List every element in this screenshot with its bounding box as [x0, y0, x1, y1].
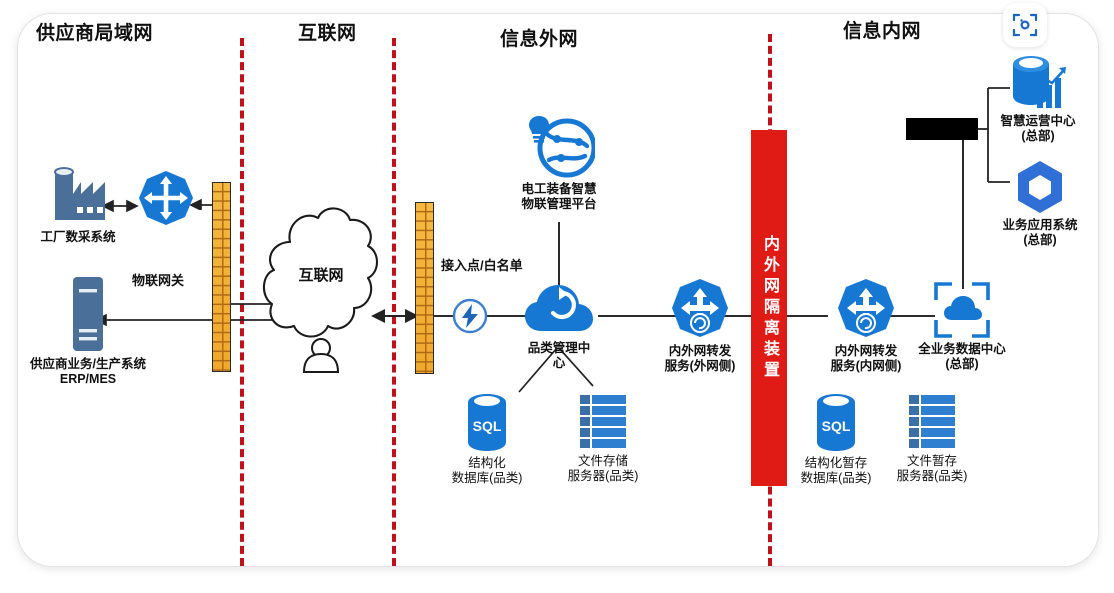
zone-separator-2 [392, 38, 396, 566]
isolation-device: 内外网隔离装置 [751, 130, 787, 486]
zone-title-internet: 互联网 [298, 23, 357, 44]
node-factory[interactable]: 工厂数采系统 [36, 160, 120, 245]
forward-service-icon [672, 279, 728, 337]
label-whitelist: 接入点/白名单 [441, 258, 523, 273]
line-to-redact-block [962, 139, 964, 237]
lightning-circle-icon [452, 298, 488, 334]
node-supplier-erp[interactable]: 供应商业务/生产系统 ERP/MES [28, 275, 148, 388]
line-category-to-fwd-outer [598, 315, 680, 317]
node-fwd-outer[interactable]: 内外网转发 服务(外网侧) [652, 278, 748, 375]
arrow-factory-router [101, 199, 139, 213]
node-sql-outer-label: 结构化 数据库(品类) [451, 456, 523, 486]
svg-text:SQL: SQL [822, 418, 851, 434]
line-fwd-outer-to-isolation [713, 315, 759, 317]
node-smart-ops[interactable]: 智慧运营中心 (总部) [990, 52, 1086, 145]
hexagon-app-icon [1018, 161, 1062, 213]
line-firewall-to-category [430, 315, 560, 317]
line-datacenter-up [962, 235, 964, 289]
node-sql-outer[interactable]: SQL 结构化 数据库(品类) [451, 392, 523, 487]
firewall-extranet [415, 202, 434, 374]
line-fwd-inner-to-datacenter [879, 315, 935, 317]
sql-database-icon: SQL [468, 394, 506, 451]
node-fwd-outer-label: 内外网转发 服务(外网侧) [664, 344, 736, 374]
server-icon [73, 277, 103, 351]
bracket-hq-systems [972, 87, 1010, 183]
label-iot-gateway: 物联网关 [132, 273, 185, 288]
datacenter-cloud-icon [934, 282, 990, 338]
node-supplier-erp-label: 供应商业务/生产系统 ERP/MES [30, 357, 146, 387]
node-file-outer-label: 文件存储 服务器(品类) [567, 454, 639, 484]
internet-cloud-label: 互联网 [298, 267, 343, 284]
node-file-inner[interactable]: 文件暂存 服务器(品类) [893, 392, 971, 485]
tree-category-storage [518, 348, 594, 393]
router-icon [139, 171, 193, 225]
firewall-supplier [212, 182, 231, 372]
node-biz-app-label: 业务应用系统 (总部) [1002, 218, 1078, 248]
node-iot-platform-label: 电工装备智慧 物联管理平台 [521, 182, 597, 212]
line-platform-to-category [558, 222, 560, 289]
zone-title-supplier-lan: 供应商局域网 [36, 23, 154, 44]
node-category-center[interactable]: 品类管理中心 [523, 283, 595, 372]
zone-title-info-intranet: 信息内网 [843, 21, 922, 42]
svg-text:SQL: SQL [473, 418, 502, 434]
node-fwd-inner-label: 内外网转发 服务(内网侧) [830, 344, 902, 374]
cloud-sync-icon [525, 285, 593, 331]
node-fwd-inner[interactable]: 内外网转发 服务(内网侧) [818, 278, 914, 375]
analytics-database-icon [1013, 56, 1066, 108]
node-iot-platform[interactable]: 电工装备智慧 物联管理平台 [505, 110, 613, 213]
sql-database-icon: SQL [817, 394, 855, 451]
node-iot-router[interactable] [133, 170, 199, 226]
scan-code-icon [1012, 13, 1038, 37]
line-isolation-to-fwd-inner [786, 315, 828, 317]
node-file-outer[interactable]: 文件存储 服务器(品类) [564, 392, 642, 485]
file-server-icon [580, 395, 626, 448]
node-category-center-label: 品类管理中心 [527, 341, 591, 371]
node-factory-label: 工厂数采系统 [40, 230, 116, 244]
isolation-device-label: 内外网隔离装置 [761, 234, 778, 382]
iot-globe-bulb-icon [529, 116, 595, 178]
scan-code-chip[interactable] [1003, 3, 1047, 47]
node-internet-cloud[interactable]: 互联网 [262, 198, 380, 384]
node-sql-inner[interactable]: SQL 结构化暂存 数据库(品类) [795, 392, 877, 487]
zone-title-info-extranet: 信息外网 [500, 29, 579, 50]
node-data-center[interactable]: 全业务数据中心 (总部) [912, 282, 1012, 373]
node-sql-inner-label: 结构化暂存 数据库(品类) [800, 456, 872, 486]
zone-separator-1 [240, 38, 244, 566]
cloud-sketch-icon: 互联网 [262, 207, 379, 373]
file-server-icon [909, 395, 955, 448]
arrow-internet-to-extranet-firewall [371, 309, 419, 323]
node-file-inner-label: 文件暂存 服务器(品类) [896, 454, 968, 484]
node-biz-app[interactable]: 业务应用系统 (总部) [994, 160, 1086, 249]
node-access-bolt[interactable] [449, 295, 491, 337]
arrow-erp-to-internet [94, 313, 290, 327]
redacted-block [906, 118, 978, 140]
node-smart-ops-label: 智慧运营中心 (总部) [1000, 114, 1076, 144]
forward-service-icon [838, 279, 894, 337]
factory-icon [54, 167, 105, 220]
node-data-center-label: 全业务数据中心 (总部) [918, 342, 1006, 372]
